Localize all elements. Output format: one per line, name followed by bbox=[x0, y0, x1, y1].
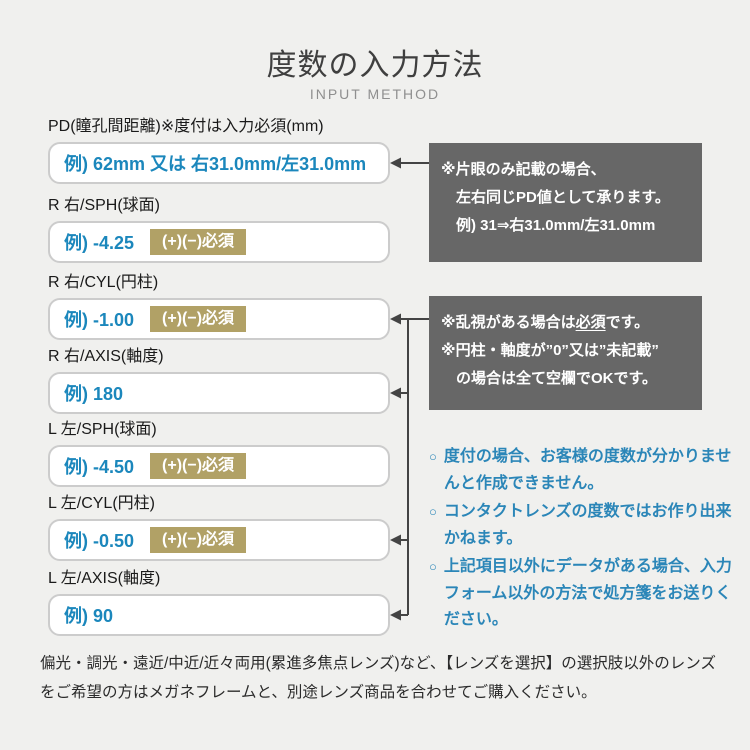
field-label: R 右/AXIS(軸度) bbox=[48, 348, 164, 365]
field-r-sph: R 右/SPH(球面) 例) -4.25 (+)(−)必須 bbox=[48, 195, 390, 263]
field-l-cyl: L 左/CYL(円柱) 例) -0.50 (+)(−)必須 bbox=[48, 493, 390, 561]
circle-bullet-icon: ○ bbox=[429, 504, 437, 519]
list-item: ○ 上記項目以外にデータがある場合、入力フォーム以外の方法で処方箋をお送りくださ… bbox=[429, 554, 733, 634]
field-r-axis: R 右/AXIS(軸度) 例) 180 bbox=[48, 346, 390, 414]
note-cyl-axis: ※乱視がある場合は必須です。 ※円柱・軸度が”0”又は”未記載” の場合は全て空… bbox=[429, 296, 702, 410]
notes-list: ○ 度付の場合、お客様の度数が分かりませんと作成できません。 ○ コンタクトレン… bbox=[429, 444, 733, 636]
field-label: L 左/CYL(円柱) bbox=[48, 495, 155, 512]
note-pd: ※片眼のみ記載の場合、 左右同じPD値として承ります。 例) 31⇒右31.0m… bbox=[429, 143, 702, 262]
field-l-sph: L 左/SPH(球面) 例) -4.50 (+)(−)必須 bbox=[48, 419, 390, 487]
example-value: 例) -1.00 bbox=[64, 310, 135, 330]
sign-required-badge: (+)(−)必須 bbox=[150, 527, 247, 553]
l-sph-input[interactable]: 例) -4.50 (+)(−)必須 bbox=[48, 445, 390, 487]
example-value: 例) -4.25 bbox=[64, 233, 135, 253]
field-label: R 右/CYL(円柱) bbox=[48, 274, 159, 291]
example-value: 例) 180 bbox=[64, 384, 124, 404]
example-value: 例) -0.50 bbox=[64, 531, 135, 551]
sign-required-badge: (+)(−)必須 bbox=[150, 453, 247, 479]
field-r-cyl: R 右/CYL(円柱) 例) -1.00 (+)(−)必須 bbox=[48, 272, 390, 340]
example-value: 例) 90 bbox=[64, 606, 114, 626]
field-label: L 左/SPH(球面) bbox=[48, 421, 157, 438]
pd-input[interactable]: 例) 62mm 又は 右31.0mm/左31.0mm bbox=[48, 142, 390, 184]
field-label: PD(瞳孔間距離)※度付は入力必須(mm) bbox=[48, 118, 324, 135]
r-cyl-input[interactable]: 例) -1.00 (+)(−)必須 bbox=[48, 298, 390, 340]
circle-bullet-icon: ○ bbox=[429, 449, 437, 464]
field-pd: PD(瞳孔間距離)※度付は入力必須(mm) 例) 62mm 又は 右31.0mm… bbox=[48, 116, 390, 184]
r-axis-input[interactable]: 例) 180 bbox=[48, 372, 390, 414]
footer-note: 偏光・調光・遠近/中近/近々両用(累進多焦点レンズ)など、【レンズを選択】の選択… bbox=[40, 655, 716, 701]
field-label: L 左/AXIS(軸度) bbox=[48, 570, 161, 587]
sign-required-badge: (+)(−)必須 bbox=[150, 306, 247, 332]
list-item: ○ 度付の場合、お客様の度数が分かりませんと作成できません。 bbox=[429, 444, 733, 497]
arrowhead-left-icon bbox=[390, 157, 401, 621]
field-label: R 右/SPH(球面) bbox=[48, 197, 161, 214]
required-emphasis: 必須 bbox=[575, 314, 606, 331]
page-subtitle: INPUT METHOD bbox=[309, 86, 441, 102]
sign-required-badge: (+)(−)必須 bbox=[150, 229, 247, 255]
r-sph-input[interactable]: 例) -4.25 (+)(−)必須 bbox=[48, 221, 390, 263]
l-cyl-input[interactable]: 例) -0.50 (+)(−)必須 bbox=[48, 519, 390, 561]
page-title: 度数の入力方法 bbox=[266, 49, 484, 82]
circle-bullet-icon: ○ bbox=[429, 559, 437, 574]
example-value: 例) -4.50 bbox=[64, 457, 135, 477]
list-item: ○ コンタクトレンズの度数ではお作り出来かねます。 bbox=[429, 499, 733, 552]
l-axis-input[interactable]: 例) 90 bbox=[48, 594, 390, 636]
field-l-axis: L 左/AXIS(軸度) 例) 90 bbox=[48, 568, 390, 636]
example-value: 例) 62mm 又は 右31.0mm/左31.0mm bbox=[64, 154, 367, 174]
